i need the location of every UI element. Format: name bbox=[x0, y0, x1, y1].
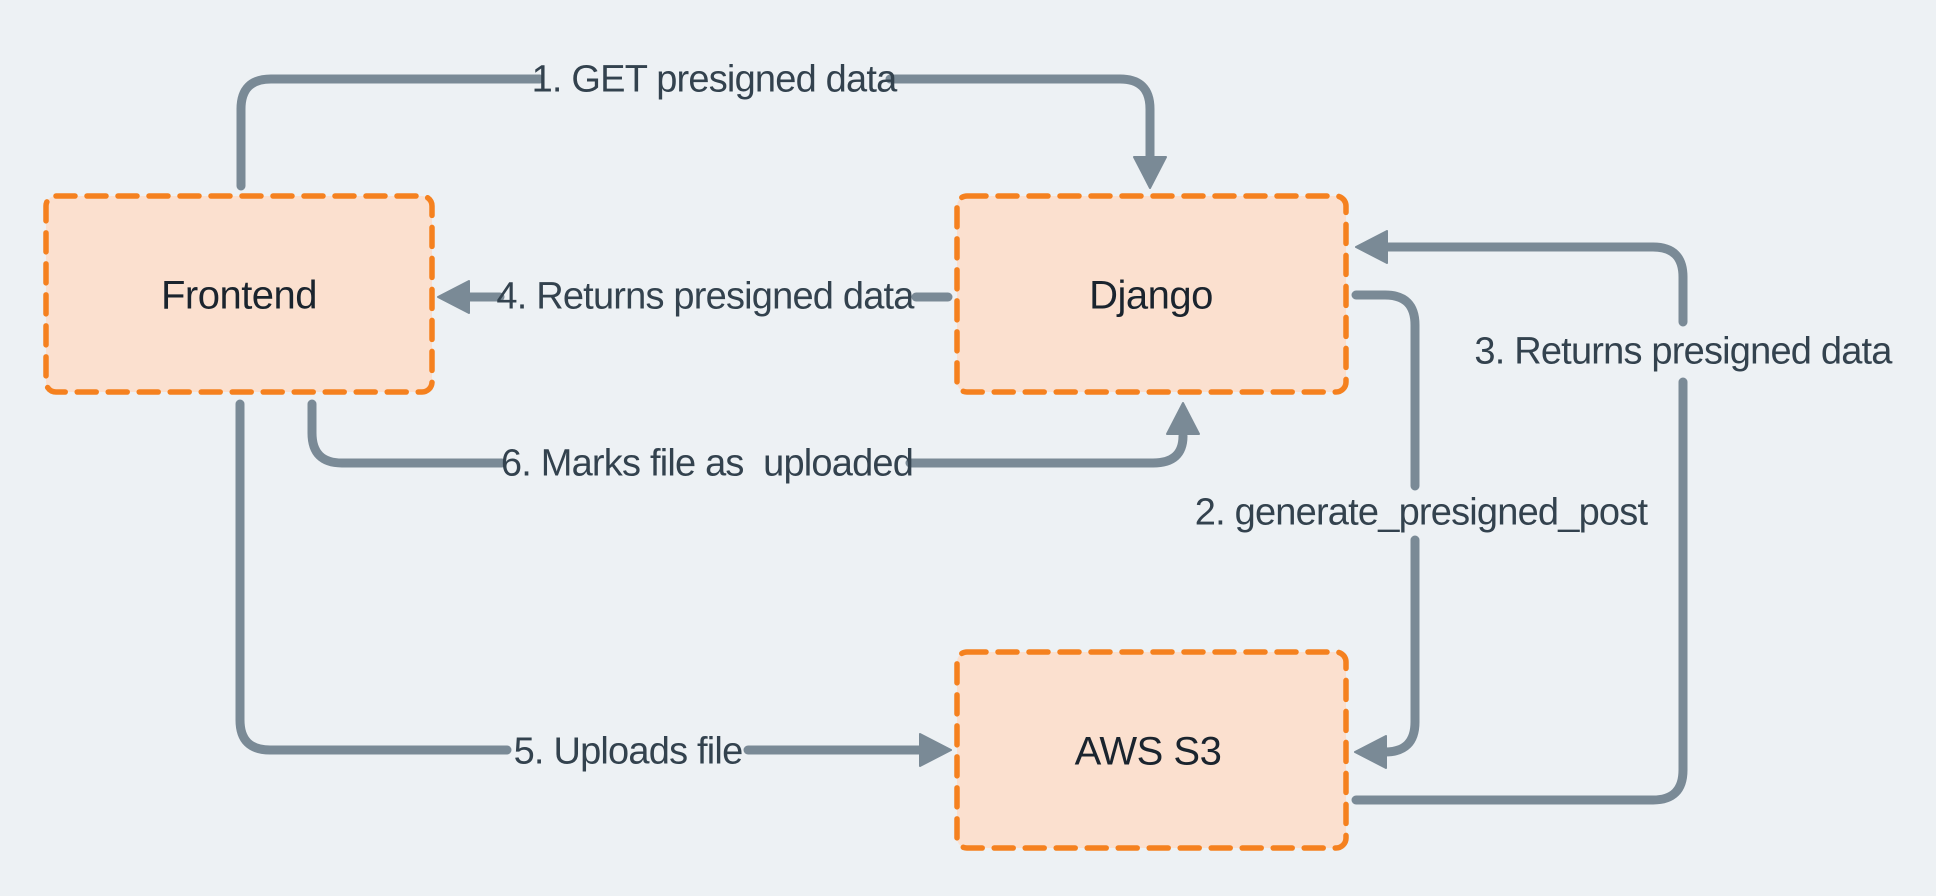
edge-3-segment-a bbox=[1351, 377, 1688, 805]
edge-3-segment-b bbox=[1377, 242, 1688, 327]
aws-s3-node-box bbox=[954, 649, 1349, 851]
edge-4-arrowhead-left-icon bbox=[437, 280, 470, 314]
edge-1-segment-b bbox=[885, 74, 1155, 161]
edge-6-segment-a bbox=[307, 399, 507, 468]
edge-5-arrowhead-right-icon bbox=[919, 733, 952, 767]
edge-2-segment-a bbox=[1351, 290, 1420, 491]
edge-1-segment-a bbox=[236, 74, 545, 191]
django-node-box bbox=[954, 193, 1349, 395]
frontend-node-box bbox=[43, 193, 435, 395]
edge-1-arrowhead-down-icon bbox=[1133, 156, 1167, 189]
edge-6-arrowhead-up-icon bbox=[1166, 402, 1200, 435]
edge-6-segment-b bbox=[905, 431, 1188, 468]
edge-3-arrowhead-left-icon bbox=[1355, 230, 1388, 264]
edge-5-segment-a bbox=[235, 399, 512, 755]
edge-2-arrowhead-left-icon bbox=[1354, 735, 1387, 769]
edge-2-segment-b bbox=[1380, 535, 1420, 757]
